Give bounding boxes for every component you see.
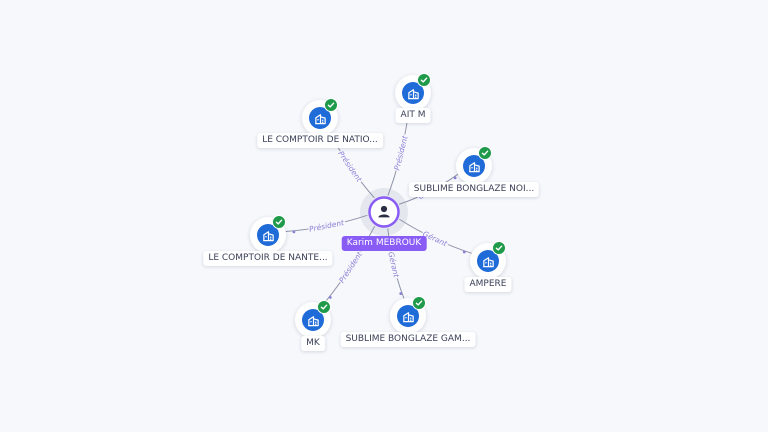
person-icon bbox=[368, 196, 400, 228]
edge-arrow-n5 bbox=[462, 250, 466, 254]
building-icon bbox=[314, 113, 326, 124]
verified-badge bbox=[492, 241, 506, 255]
company-node-mk[interactable] bbox=[295, 300, 331, 338]
check-icon bbox=[327, 102, 335, 108]
check-icon bbox=[320, 304, 328, 310]
check-icon bbox=[481, 150, 489, 156]
company-node-le-comptoir-de-nante[interactable] bbox=[250, 215, 286, 253]
edge-role-label-n4: Président bbox=[308, 218, 345, 234]
company-icon-disc bbox=[477, 250, 499, 272]
edge-arrow-n7 bbox=[399, 292, 403, 295]
company-node-ampere[interactable] bbox=[470, 241, 506, 279]
company-label-le-comptoir-de-natio[interactable]: LE COMPTOIR DE NATIO... bbox=[257, 133, 383, 148]
edge-role-label-n1: Président bbox=[392, 134, 409, 171]
verified-badge bbox=[272, 215, 286, 229]
company-label-sublime-bonglaze-noi[interactable]: SUBLIME BONGLAZE NOI... bbox=[408, 182, 540, 197]
check-icon bbox=[275, 219, 283, 225]
building-icon bbox=[402, 311, 414, 322]
building-icon bbox=[262, 230, 274, 241]
check-icon bbox=[495, 245, 503, 251]
company-label-ampere[interactable]: AMPERE bbox=[464, 277, 512, 292]
company-label-sublime-bonglaze-gam[interactable]: SUBLIME BONGLAZE GAM... bbox=[340, 332, 476, 347]
company-icon-disc bbox=[309, 107, 331, 129]
edge-line-n6 bbox=[322, 225, 376, 306]
company-node-sublime-bonglaze-noi[interactable] bbox=[456, 146, 492, 184]
building-icon bbox=[482, 256, 494, 267]
company-node-sublime-bonglaze-gam[interactable] bbox=[390, 296, 426, 334]
verified-badge bbox=[417, 73, 431, 87]
check-icon bbox=[415, 300, 423, 306]
company-node-le-comptoir-de-natio[interactable] bbox=[302, 98, 338, 136]
verified-badge bbox=[317, 300, 331, 314]
company-node-ait-m[interactable] bbox=[395, 73, 431, 111]
company-icon-disc bbox=[302, 309, 324, 331]
edge-role-label-n7: Gérant bbox=[386, 251, 401, 279]
verified-badge bbox=[478, 146, 492, 160]
check-icon bbox=[420, 77, 428, 83]
building-icon bbox=[468, 161, 480, 172]
company-icon-disc bbox=[463, 155, 485, 177]
company-icon-disc bbox=[397, 305, 419, 327]
verified-badge bbox=[324, 98, 338, 112]
verified-badge bbox=[412, 296, 426, 310]
edge-role-label-n6: Président bbox=[337, 249, 364, 284]
edge-role-label-n2: Président bbox=[336, 149, 364, 184]
company-label-ait-m[interactable]: AIT M bbox=[395, 108, 431, 123]
edge-arrow-n4 bbox=[292, 230, 296, 234]
edge-arrow-n6 bbox=[328, 295, 332, 299]
building-icon bbox=[407, 88, 419, 99]
edge-arrow-n3 bbox=[453, 176, 457, 180]
company-label-mk[interactable]: MK bbox=[301, 336, 325, 351]
company-icon-disc bbox=[402, 82, 424, 104]
company-label-le-comptoir-de-nante[interactable]: LE COMPTOIR DE NANTE... bbox=[203, 251, 333, 266]
center-person-label[interactable]: Karim MEBROUK bbox=[341, 236, 427, 251]
edge-line-n7 bbox=[387, 228, 405, 299]
company-icon-disc bbox=[257, 224, 279, 246]
building-icon bbox=[307, 315, 319, 326]
